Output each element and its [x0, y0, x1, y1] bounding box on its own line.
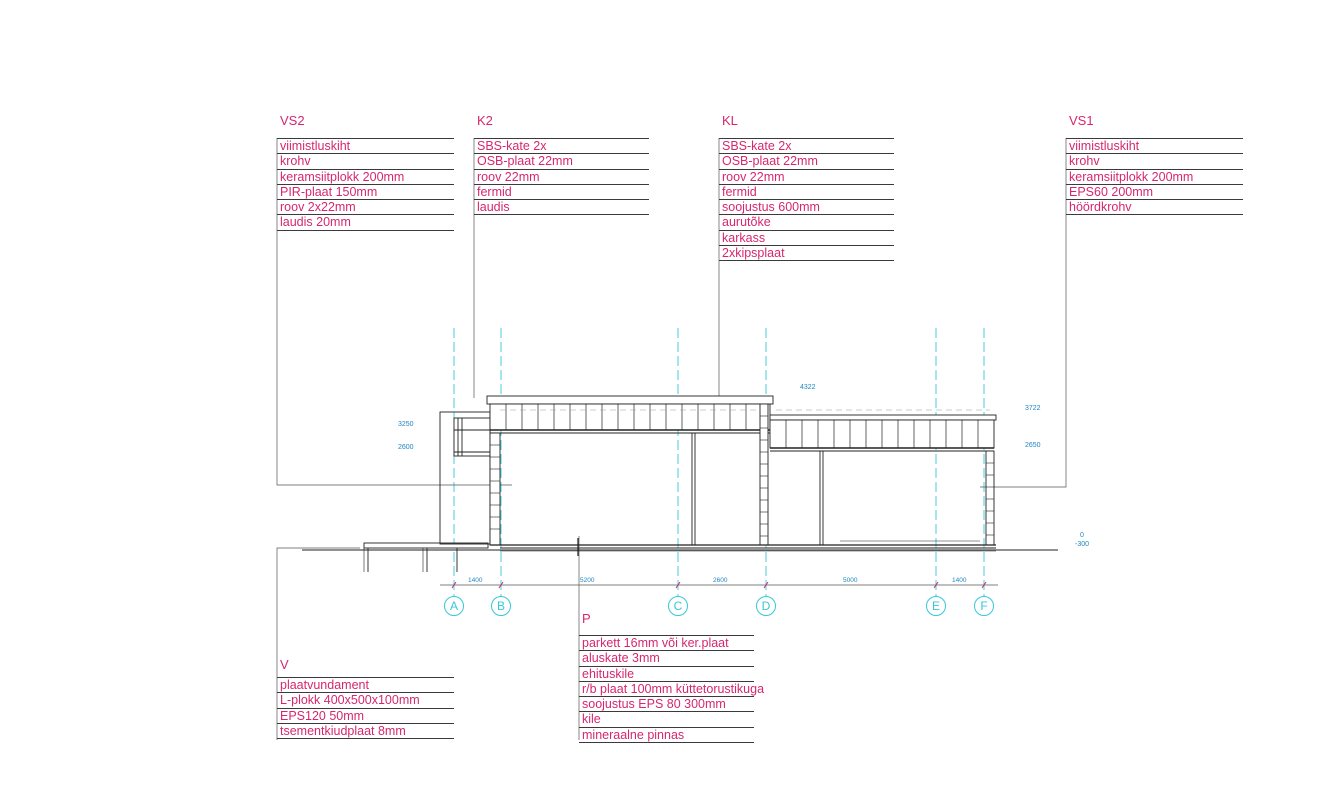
spec-title-k2: K2 — [477, 113, 493, 128]
spec-item: 2xkipsplaat — [719, 246, 894, 262]
spec-item: parkett 16mm või ker.plaat — [579, 636, 754, 652]
dimension-label: 5000 — [843, 577, 858, 584]
spec-item: EPS60 200mm — [1066, 185, 1243, 201]
spec-item: viimistluskiht — [277, 139, 454, 155]
spec-item: keramsiitplokk 200mm — [1066, 170, 1243, 185]
spec-title-vs1: VS1 — [1069, 113, 1094, 128]
spec-item: plaatvundament — [277, 678, 454, 694]
spec-item: aluskate 3mm — [579, 651, 754, 667]
terrace — [363, 542, 489, 572]
leader-vs2 — [276, 138, 512, 486]
level-label-left-upper: 3250 — [398, 421, 414, 428]
spec-item: fermid — [474, 185, 649, 201]
spec-item: roov 22mm — [474, 170, 649, 185]
spec-title-vs2: VS2 — [280, 113, 305, 128]
spec-item: höördkrohv — [1066, 200, 1243, 216]
spec-list-k2: SBS-kate 2x OSB-plaat 22mm roov 22mm fer… — [474, 138, 649, 216]
level-label-ground-zero: 0 — [1080, 532, 1084, 539]
dimension-label: 1400 — [468, 577, 483, 584]
spec-list-p: parkett 16mm või ker.plaat aluskate 3mm … — [579, 635, 764, 744]
axis-bubble-e: E — [926, 596, 946, 616]
spec-item: laudis — [474, 200, 649, 216]
spec-item: karkass — [719, 231, 894, 247]
spec-item: laudis 20mm — [277, 215, 454, 231]
tall-volume — [486, 395, 774, 546]
dimension-label: 1400 — [952, 577, 967, 584]
spec-item: aurutõke — [719, 215, 894, 231]
leader-vs1 — [980, 138, 1067, 488]
spec-item: soojustus 600mm — [719, 200, 894, 216]
level-label-left-lower: 2600 — [398, 444, 414, 451]
spec-item: mineraalne pinnas — [579, 728, 754, 744]
spec-title-p: P — [582, 611, 591, 626]
axis-bubble-b: B — [491, 596, 511, 616]
axis-bubble-a: A — [444, 596, 464, 616]
level-label-ground-neg: -300 — [1075, 541, 1090, 548]
dimension-label: 2600 — [713, 577, 728, 584]
spec-item: krohv — [1066, 154, 1243, 170]
floor-slab — [490, 538, 996, 556]
level-label-center-top: 4322 — [800, 384, 816, 391]
spec-list-vs1: viimistluskiht krohv keramsiitplokk 200m… — [1066, 138, 1243, 216]
spec-item: SBS-kate 2x — [474, 139, 649, 155]
spec-item: tsementkiudplaat 8mm — [277, 724, 454, 740]
spec-item: roov 22mm — [719, 170, 894, 185]
leader-v — [276, 547, 360, 740]
dimension-chain — [440, 581, 998, 589]
low-volume — [769, 414, 997, 546]
spec-item: r/b plaat 100mm küttetorustikuga — [579, 682, 764, 698]
axis-bubble-f: F — [974, 596, 994, 616]
spec-item: soojustus EPS 80 300mm — [579, 697, 754, 713]
spec-item: keramsiitplokk 200mm — [277, 170, 454, 185]
spec-list-vs2: viimistluskiht krohv keramsiitplokk 200m… — [277, 138, 454, 231]
spec-list-v: plaatvundament L-plokk 400x500x100mm EPS… — [277, 677, 454, 740]
spec-item: roov 2x22mm — [277, 200, 454, 216]
spec-item: fermid — [719, 185, 894, 201]
spec-item: krohv — [277, 154, 454, 170]
spec-item: L-plokk 400x500x100mm — [277, 693, 454, 709]
spec-item: EPS120 50mm — [277, 709, 454, 724]
level-label-right-lower: 2650 — [1025, 442, 1041, 449]
level-label-right-upper: 3722 — [1025, 405, 1041, 412]
spec-title-v: V — [280, 657, 289, 672]
dimension-label: 5200 — [580, 577, 595, 584]
spec-item: OSB-plaat 22mm — [719, 154, 894, 170]
leader-lines — [276, 138, 1067, 740]
spec-item: kile — [579, 712, 754, 728]
spec-item: ehituskile — [579, 667, 754, 682]
spec-item: OSB-plaat 22mm — [474, 154, 649, 170]
axis-bubble-c: C — [668, 596, 688, 616]
spec-item: PIR-plaat 150mm — [277, 185, 454, 201]
axis-bubble-d: D — [756, 596, 776, 616]
spec-item: viimistluskiht — [1066, 139, 1243, 155]
spec-title-kl: KL — [722, 113, 738, 128]
entry-canopy — [439, 411, 491, 545]
spec-list-kl: SBS-kate 2x OSB-plaat 22mm roov 22mm fer… — [719, 138, 894, 262]
spec-item: SBS-kate 2x — [719, 139, 894, 155]
